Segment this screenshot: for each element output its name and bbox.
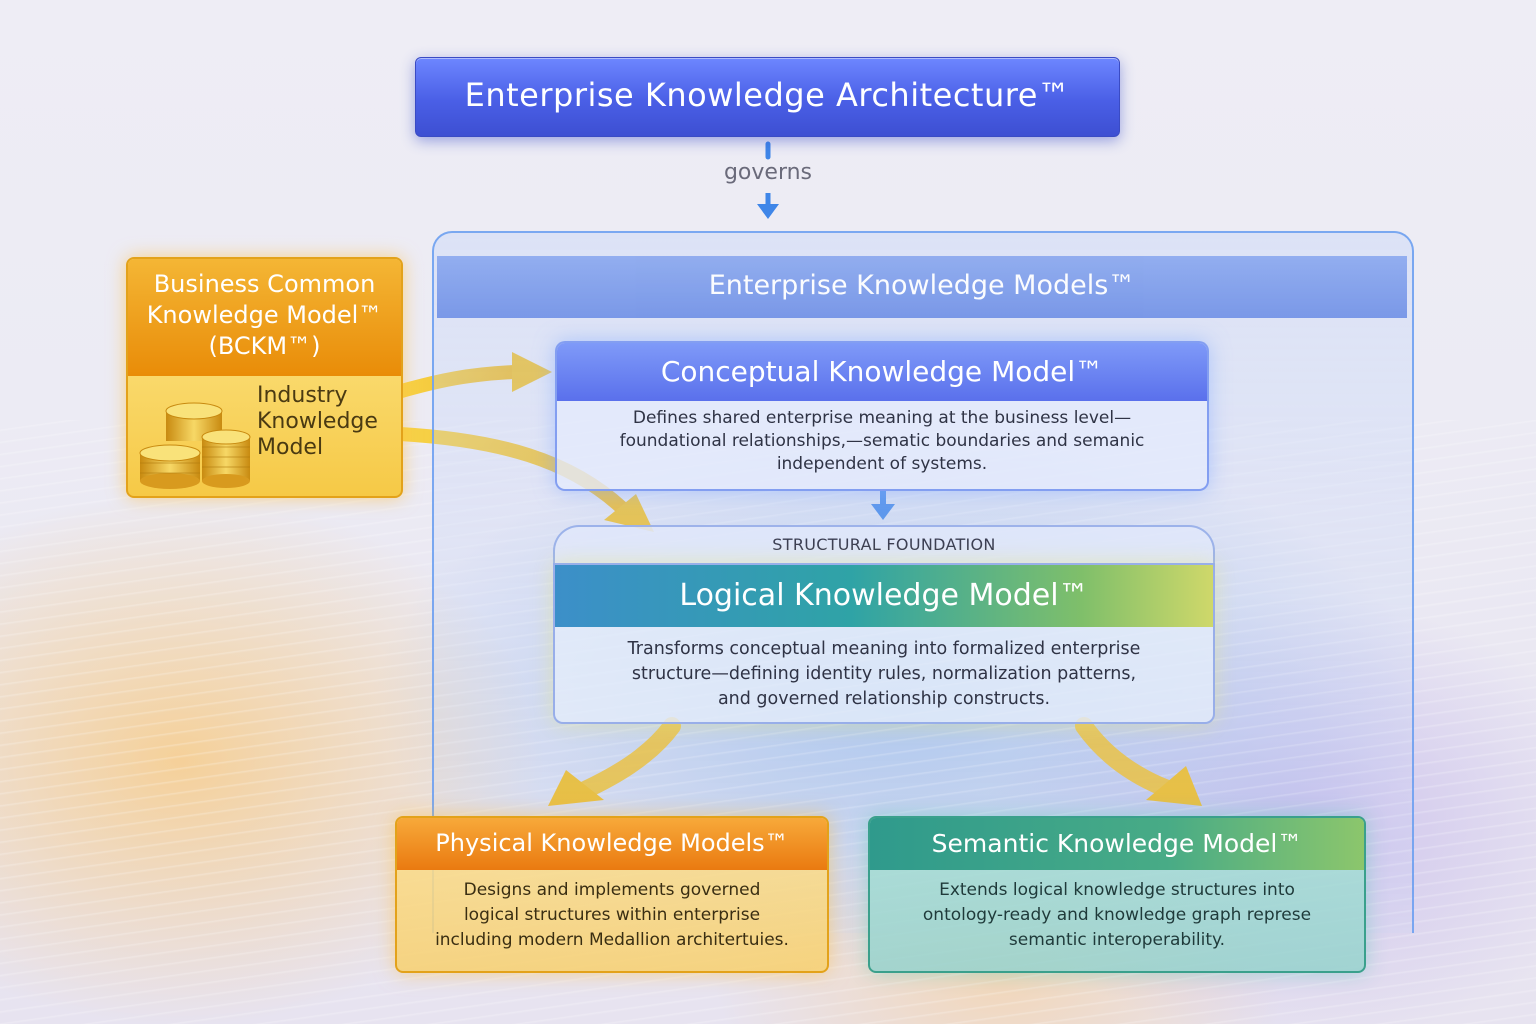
physical-line1: Designs and implements governed xyxy=(463,880,761,900)
industry-knowledge-model-label: Industry Knowledge Model xyxy=(257,383,397,461)
physical-line3: including modern Medallion architertuies… xyxy=(435,930,789,950)
logical-title: Logical Knowledge Model™ xyxy=(679,578,1089,613)
bckm-title: Business Common Knowledge Model™ (BCKM™) xyxy=(128,269,401,362)
semantic-line3: semantic interoperability. xyxy=(1008,930,1226,950)
logical-header: Logical Knowledge Model™ xyxy=(555,565,1213,627)
logical-to-semantic-arrow xyxy=(1075,717,1174,797)
conceptual-line1: Defines shared enterprise meaning at the… xyxy=(632,408,1132,428)
bckm-title-line2: Knowledge Model™ xyxy=(146,301,383,329)
bckm-to-conceptual-arrow xyxy=(391,365,522,399)
physical-title: Physical Knowledge Models™ xyxy=(435,829,789,857)
enterprise-knowledge-architecture-box: Enterprise Knowledge Architecture™ xyxy=(415,57,1120,137)
bckm-header xyxy=(128,259,401,376)
logical-to-semantic-arrowhead xyxy=(1146,766,1202,806)
coin-stack-icon xyxy=(139,402,251,489)
conceptual-description: Defines shared enterprise meaning at the… xyxy=(557,407,1207,476)
bckm-to-logical-arrow xyxy=(393,427,629,515)
bckm-sub-line1: Industry xyxy=(257,383,348,408)
semantic-title: Semantic Knowledge Model™ xyxy=(931,829,1303,858)
bckm-box: Business Common Knowledge Model™ (BCKM™) xyxy=(126,257,403,498)
semantic-knowledge-model-box: Semantic Knowledge Model™ Extends logica… xyxy=(868,816,1366,973)
governs-label: governs xyxy=(723,160,813,185)
semantic-description: Extends logical knowledge structures int… xyxy=(870,878,1364,953)
models-container-title: Enterprise Knowledge Models™ xyxy=(708,270,1136,301)
logical-line1: Transforms conceptual meaning into forma… xyxy=(627,639,1141,659)
governs-arrow xyxy=(757,141,779,219)
conceptual-header: Conceptual Knowledge Model™ xyxy=(557,343,1207,401)
semantic-line1: Extends logical knowledge structures int… xyxy=(939,880,1295,900)
logical-knowledge-model-box: Logical Knowledge Model™ Transforms conc… xyxy=(553,563,1215,724)
physical-header: Physical Knowledge Models™ xyxy=(397,818,827,870)
physical-knowledge-models-box: Physical Knowledge Models™ Designs and i… xyxy=(395,816,829,973)
structural-foundation-label: STRUCTURAL FOUNDATION xyxy=(772,535,996,554)
logical-line3: and governed relationship constructs. xyxy=(717,689,1051,709)
logical-description: Transforms conceptual meaning into forma… xyxy=(555,637,1213,712)
logical-line2: structure—defining identity rules, norma… xyxy=(631,664,1137,684)
conceptual-to-logical-arrow xyxy=(871,490,895,520)
bckm-title-line3: (BCKM™) xyxy=(208,332,321,360)
physical-line2: logical structures within enterprise xyxy=(463,905,761,925)
bckm-title-line1: Business Common xyxy=(153,270,376,298)
enterprise-knowledge-models-header: Enterprise Knowledge Models™ xyxy=(437,256,1407,318)
conceptual-knowledge-model-box: Conceptual Knowledge Model™ Defines shar… xyxy=(555,341,1209,491)
architecture-title: Enterprise Knowledge Architecture™ xyxy=(464,76,1071,114)
structural-foundation-cap: STRUCTURAL FOUNDATION xyxy=(553,525,1215,567)
conceptual-line3: independent of systems. xyxy=(776,454,988,474)
bckm-to-conceptual-arrowhead xyxy=(512,352,552,392)
logical-to-physical-arrowhead xyxy=(548,770,604,806)
logical-to-physical-arrow xyxy=(576,717,681,799)
semantic-header: Semantic Knowledge Model™ xyxy=(870,818,1364,870)
conceptual-title: Conceptual Knowledge Model™ xyxy=(660,355,1104,388)
semantic-line2: ontology-ready and knowledge graph repre… xyxy=(922,905,1312,925)
physical-description: Designs and implements governed logical … xyxy=(397,878,827,953)
conceptual-line2: foundational relationships,—sematic boun… xyxy=(619,431,1145,451)
bckm-sub-line3: Model xyxy=(257,435,324,460)
bckm-sub-line2: Knowledge xyxy=(257,409,378,434)
bckm-to-logical-arrowhead xyxy=(604,494,654,532)
